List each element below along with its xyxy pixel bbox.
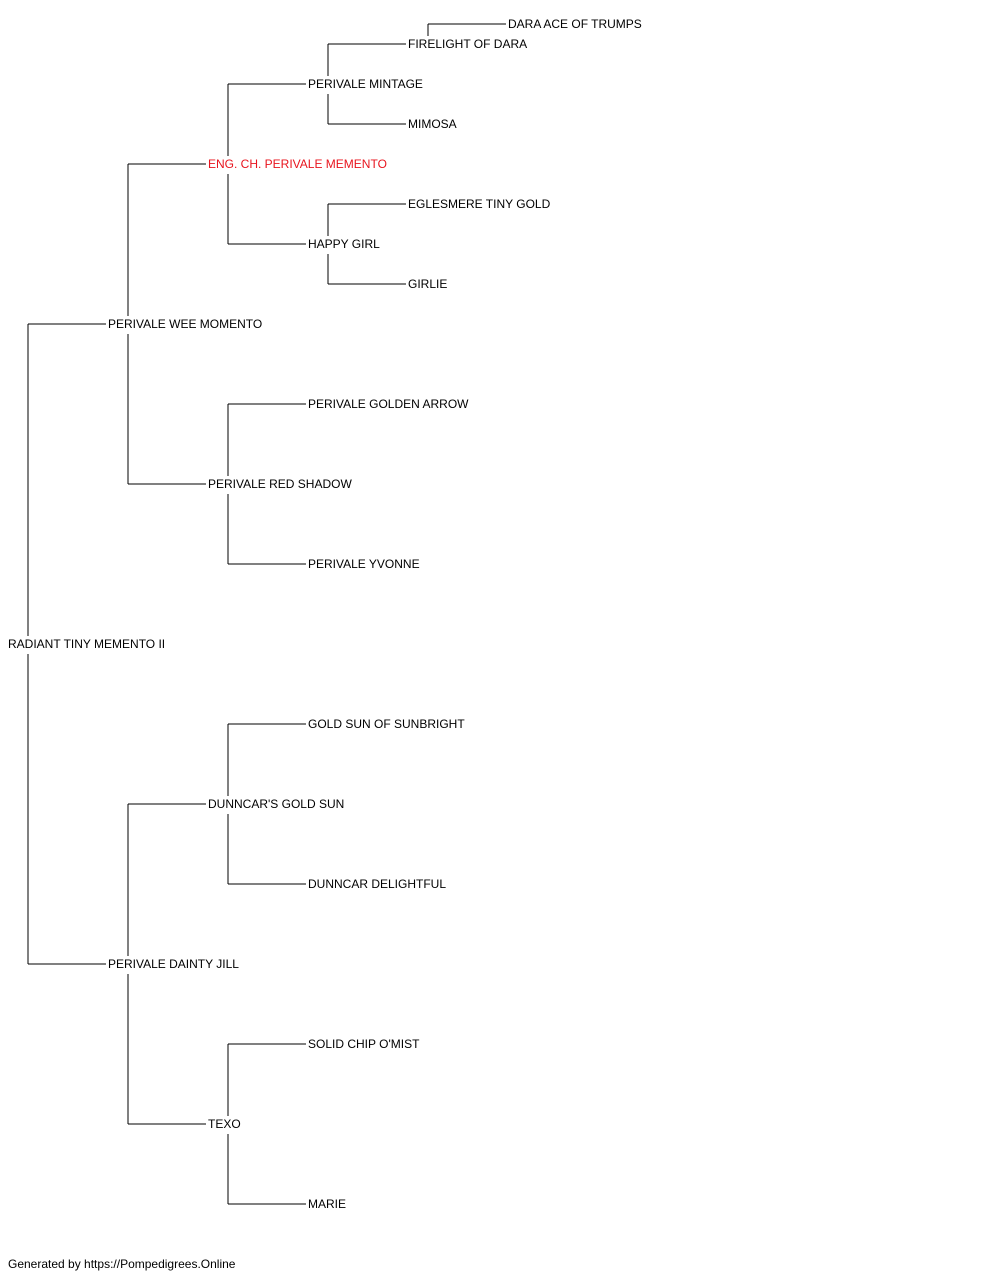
dog-name-perivale-wee-momento: PERIVALE WEE MOMENTO <box>108 317 263 331</box>
dog-name-perivale-red-shadow: PERIVALE RED SHADOW <box>208 477 352 491</box>
dog-name-girlie: GIRLIE <box>408 277 448 291</box>
dog-name-dunncar-s-gold-sun: DUNNCAR'S GOLD SUN <box>208 797 345 811</box>
dog-name-firelight-of-dara: FIRELIGHT OF DARA <box>408 37 528 51</box>
dog-name-perivale-dainty-jill: PERIVALE DAINTY JILL <box>108 957 239 971</box>
dog-name-perivale-mintage: PERIVALE MINTAGE <box>308 77 423 91</box>
dog-name-texo: TEXO <box>208 1117 241 1131</box>
dog-name-radiant-tiny-memento-ii: RADIANT TINY MEMENTO II <box>8 637 166 651</box>
dog-name-dara-ace-of-trumps: DARA ACE OF TRUMPS <box>508 17 642 31</box>
dog-name-perivale-golden-arrow: PERIVALE GOLDEN ARROW <box>308 397 469 411</box>
dog-name-mimosa: MIMOSA <box>408 117 457 131</box>
dog-name-perivale-yvonne: PERIVALE YVONNE <box>308 557 420 571</box>
dog-name-solid-chip-o-mist: SOLID CHIP O'MIST <box>308 1037 420 1051</box>
footer-credit: Generated by https://Pompedigrees.Online <box>8 1257 236 1271</box>
dog-name-dunncar-delightful: DUNNCAR DELIGHTFUL <box>308 877 447 891</box>
dog-name-eng-ch-perivale-memento: ENG. CH. PERIVALE MEMENTO <box>208 157 387 171</box>
dog-name-marie: MARIE <box>308 1197 347 1211</box>
dog-name-eglesmere-tiny-gold: EGLESMERE TINY GOLD <box>408 197 551 211</box>
dog-name-gold-sun-of-sunbright: GOLD SUN OF SUNBRIGHT <box>308 717 465 731</box>
dog-name-happy-girl: HAPPY GIRL <box>308 237 380 251</box>
